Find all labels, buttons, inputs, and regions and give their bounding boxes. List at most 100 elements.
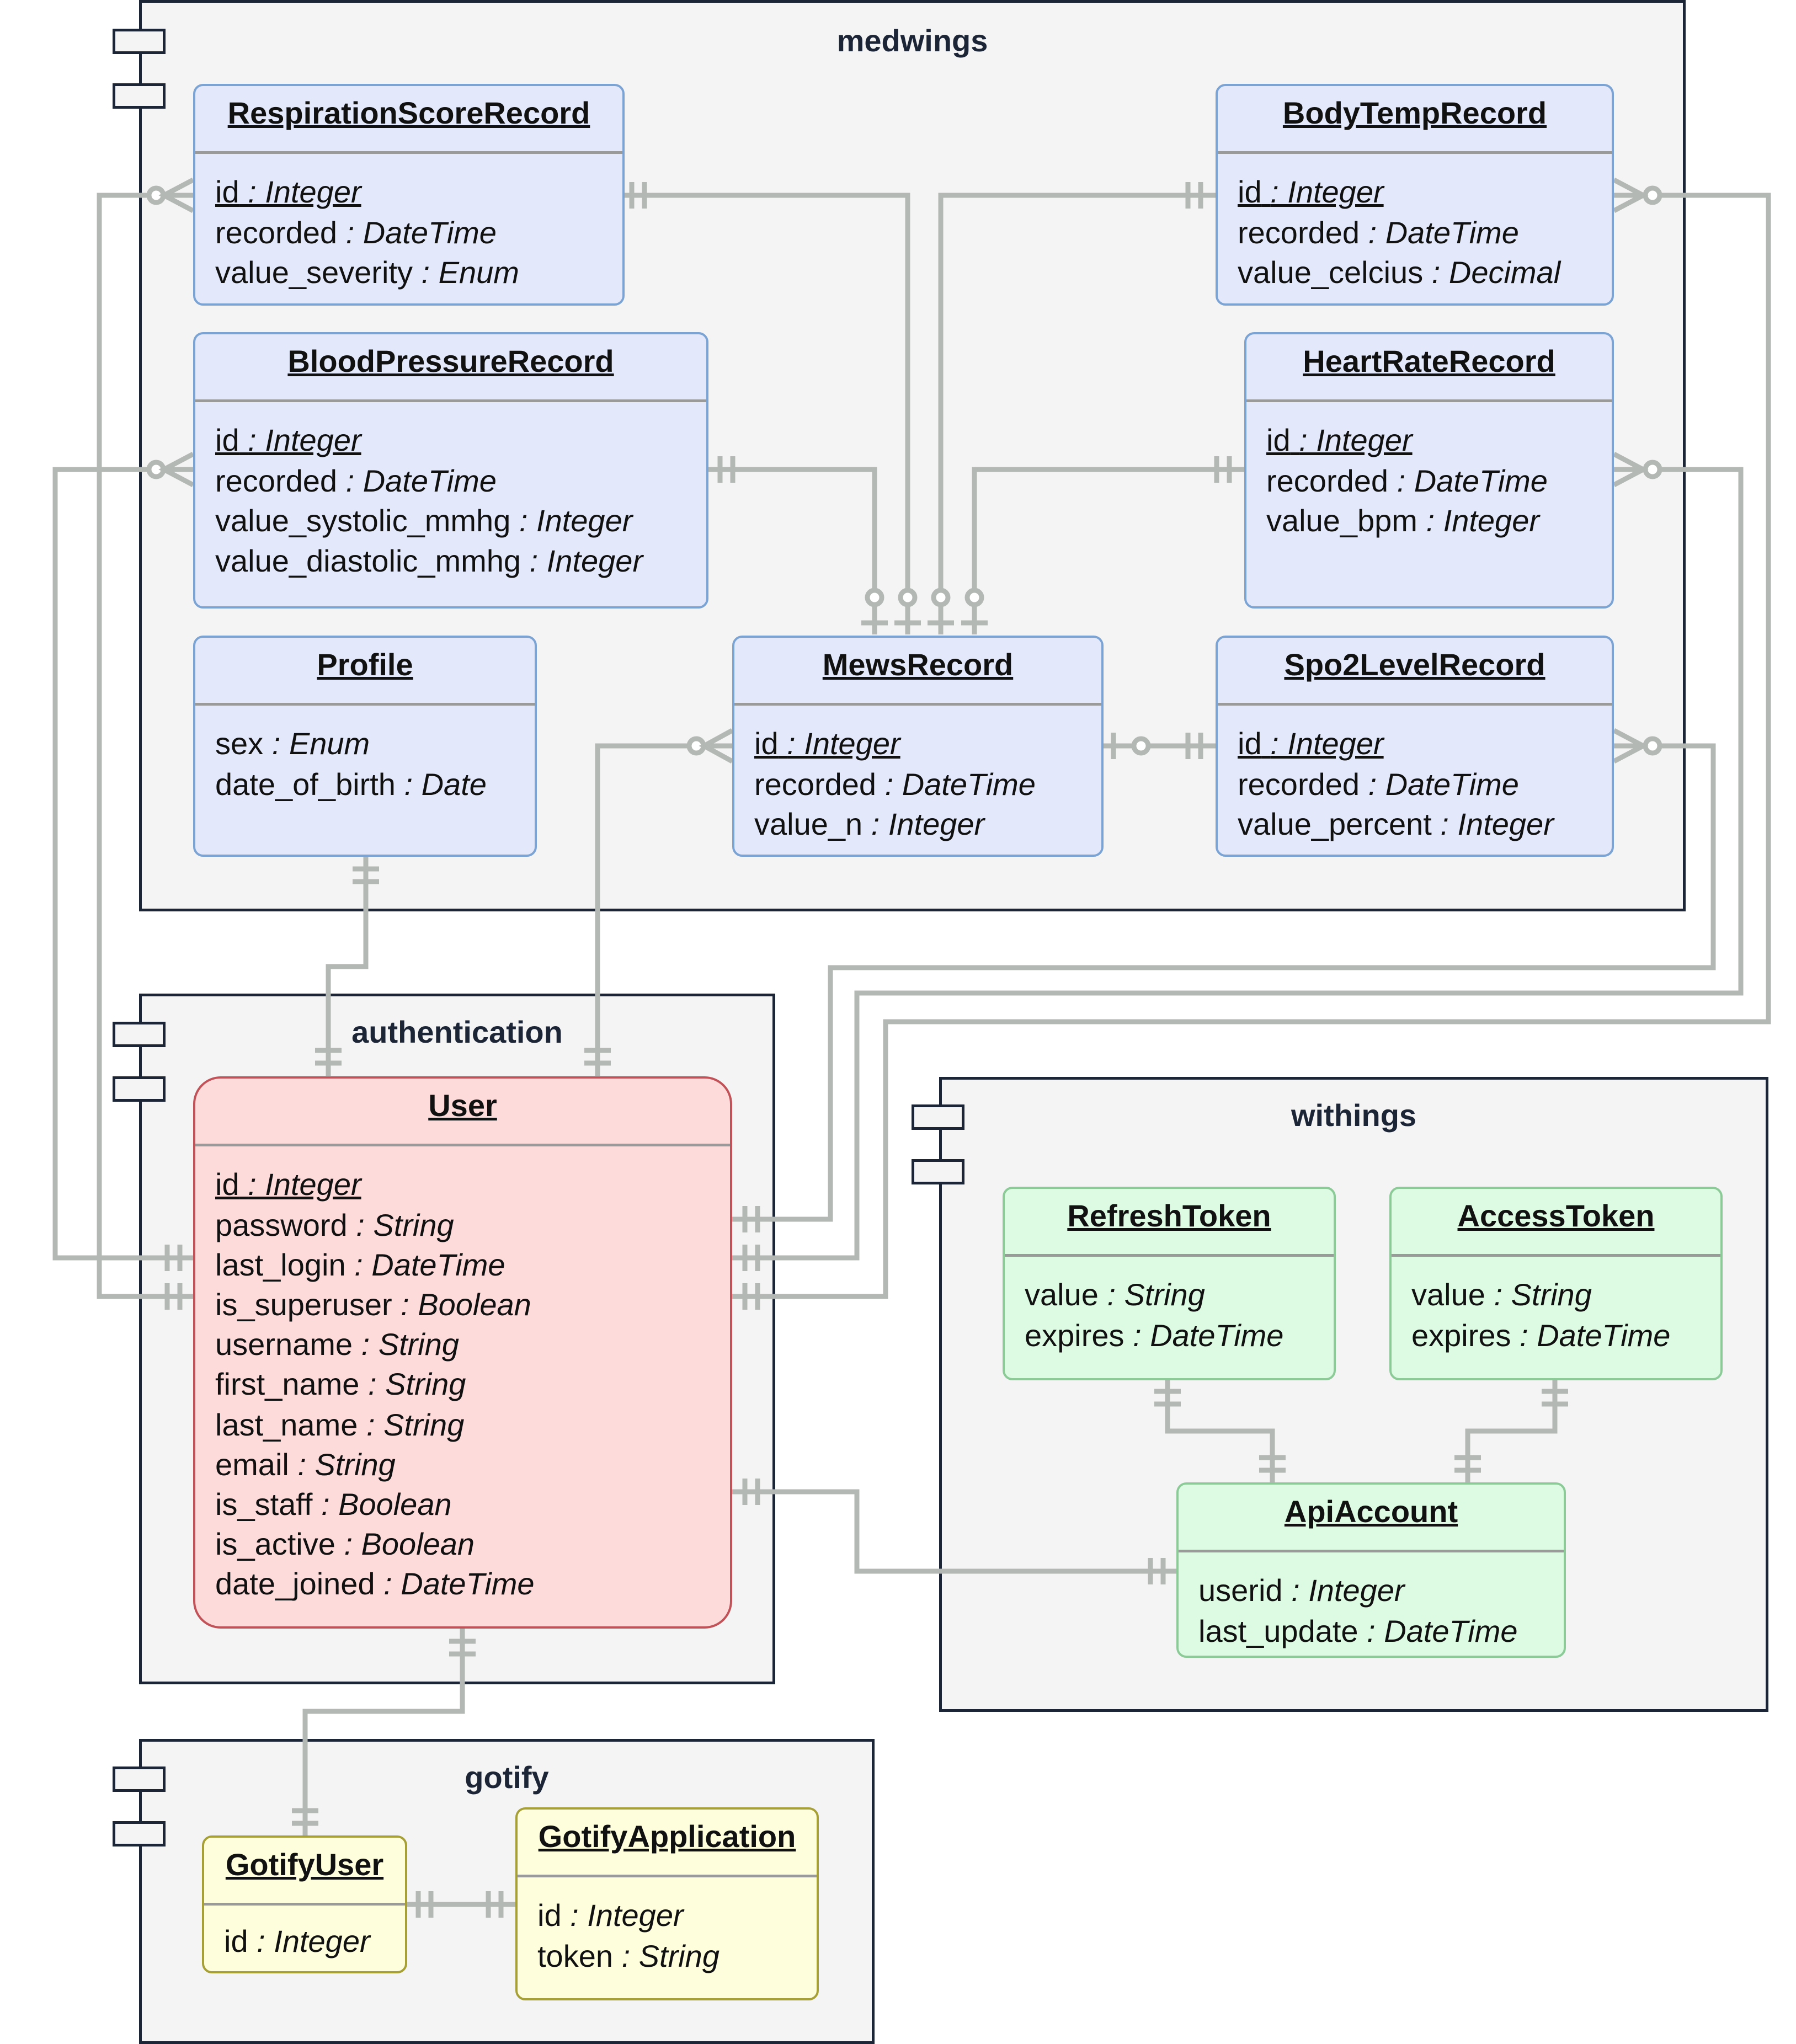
connector-respiration-mews [625, 193, 910, 634]
attribute-row: is_staff : Boolean [215, 1487, 452, 1522]
entity-access-token[interactable]: AccessToken value : String expires : Dat… [1389, 1187, 1723, 1380]
component-tab-icon [113, 1821, 166, 1846]
attribute-row: id : Integer [754, 726, 900, 761]
entity-title: ApiAccount [1284, 1494, 1458, 1529]
attribute-row: value_celcius : Decimal [1238, 255, 1561, 290]
package-title-withings: withings [1291, 1098, 1417, 1133]
entity-divider [734, 703, 1101, 706]
attribute-row: value : String [1025, 1277, 1205, 1312]
entity-divider [195, 151, 622, 154]
attribute-row: date_joined : DateTime [215, 1566, 535, 1601]
entity-title: MewsRecord [822, 647, 1014, 682]
attribute-row: id : Integer [224, 1924, 370, 1958]
attribute-row: id : Integer [1266, 423, 1413, 457]
entity-title: RefreshToken [1067, 1198, 1271, 1233]
connector-refreshtoken-apiaccount [1165, 1380, 1275, 1482]
attribute-row: userid : Integer [1198, 1573, 1405, 1608]
connector-heartrate-mews [972, 467, 1244, 634]
attribute-row: value_n : Integer [754, 807, 985, 841]
connector-accesstoken-apiaccount [1465, 1380, 1558, 1482]
entity-divider [195, 703, 535, 706]
package-title-authentication: authentication [351, 1015, 563, 1049]
component-tab-icon [113, 1076, 166, 1102]
attribute-row: recorded : DateTime [1266, 463, 1548, 498]
attribute-row: value_severity : Enum [215, 255, 519, 290]
attribute-row: first_name : String [215, 1367, 466, 1401]
entity-title: RespirationScoreRecord [227, 95, 590, 130]
component-tab-icon [113, 83, 166, 109]
connector-user-heartrate [732, 467, 1744, 1261]
attribute-row: id : Integer [215, 174, 361, 209]
connector-user-respiration [97, 193, 193, 1299]
attribute-row: id : Integer [1238, 726, 1384, 761]
entity-profile[interactable]: Profile sex : Enum date_of_birth : Date [193, 636, 537, 857]
connector-user-bodytemp [732, 193, 1771, 1299]
connector-bloodpressure-mews [708, 467, 877, 634]
connector-user-mews [595, 743, 732, 1076]
entity-spo2-level-record[interactable]: Spo2LevelRecord id : Integer recorded : … [1216, 636, 1614, 857]
entity-divider [1392, 1254, 1720, 1257]
entity-divider [1179, 1550, 1564, 1552]
entity-refresh-token[interactable]: RefreshToken value : String expires : Da… [1003, 1187, 1336, 1380]
attribute-row: last_login : DateTime [215, 1247, 505, 1282]
entity-title: BloodPressureRecord [287, 344, 614, 378]
connector-profile-user [326, 857, 369, 1076]
attribute-row: recorded : DateTime [1238, 767, 1519, 802]
attribute-row: token : String [537, 1939, 720, 1973]
attribute-row: is_active : Boolean [215, 1527, 475, 1561]
entity-title: User [428, 1088, 497, 1123]
entity-divider [204, 1903, 405, 1906]
entity-mews-record[interactable]: MewsRecord id : Integer recorded : DateT… [732, 636, 1104, 857]
attribute-row: id : Integer [215, 423, 361, 457]
attribute-row: is_superuser : Boolean [215, 1287, 531, 1322]
component-tab-icon [912, 1104, 964, 1130]
entity-title: AccessToken [1457, 1198, 1655, 1233]
entity-title: GotifyApplication [538, 1819, 796, 1854]
attribute-row: recorded : DateTime [215, 463, 497, 498]
attribute-row: password : String [215, 1208, 454, 1242]
entity-body-temp-record[interactable]: BodyTempRecord id : Integer recorded : D… [1216, 84, 1614, 306]
connector-user-gotifyuser [302, 1629, 465, 1835]
attribute-row: username : String [215, 1327, 459, 1362]
attribute-row: value : String [1411, 1277, 1592, 1312]
component-tab-icon [113, 29, 166, 54]
entity-api-account[interactable]: ApiAccount userid : Integer last_update … [1176, 1482, 1566, 1658]
connector-user-bloodpressure [52, 467, 193, 1261]
component-tab-icon [113, 1022, 166, 1047]
entity-respiration-score-record[interactable]: RespirationScoreRecord id : Integer reco… [193, 84, 625, 306]
package-title-gotify: gotify [465, 1760, 549, 1795]
entity-gotify-user[interactable]: GotifyUser id : Integer [202, 1835, 407, 1973]
entity-divider [1218, 703, 1612, 706]
attribute-row: value_diastolic_mmhg : Integer [215, 543, 643, 578]
attribute-row: value_bpm : Integer [1266, 503, 1539, 538]
attribute-row: id : Integer [1238, 174, 1384, 209]
entity-title: HeartRateRecord [1303, 344, 1555, 378]
entity-divider [195, 399, 706, 402]
entity-title: GotifyUser [225, 1847, 384, 1882]
entity-divider [518, 1875, 817, 1877]
entity-divider [1005, 1254, 1334, 1257]
entity-title: Profile [317, 647, 413, 682]
entity-blood-pressure-record[interactable]: BloodPressureRecord id : Integer recorde… [193, 332, 708, 609]
entity-title: Spo2LevelRecord [1284, 647, 1545, 682]
entity-user[interactable]: User id : Integer password : String last… [193, 1076, 732, 1629]
entity-divider [1246, 399, 1612, 402]
attribute-row: sex : Enum [215, 726, 370, 761]
attribute-row: expires : DateTime [1411, 1318, 1671, 1353]
attribute-row: recorded : DateTime [215, 215, 497, 250]
component-tab-icon [113, 1767, 166, 1792]
attribute-row: id : Integer [215, 1167, 361, 1202]
attribute-row: value_percent : Integer [1238, 807, 1554, 841]
attribute-row: date_of_birth : Date [215, 767, 487, 802]
attribute-row: last_update : DateTime [1198, 1614, 1518, 1648]
entity-heart-rate-record[interactable]: HeartRateRecord id : Integer recorded : … [1244, 332, 1614, 609]
connector-user-spo2 [732, 743, 1716, 1222]
entity-divider [195, 1144, 730, 1146]
component-tab-icon [912, 1159, 964, 1184]
attribute-row: recorded : DateTime [754, 767, 1036, 802]
attribute-row: id : Integer [537, 1898, 684, 1933]
attribute-row: last_name : String [215, 1407, 465, 1442]
entity-gotify-application[interactable]: GotifyApplication id : Integer token : S… [515, 1807, 819, 2000]
attribute-row: value_systolic_mmhg : Integer [215, 503, 633, 538]
